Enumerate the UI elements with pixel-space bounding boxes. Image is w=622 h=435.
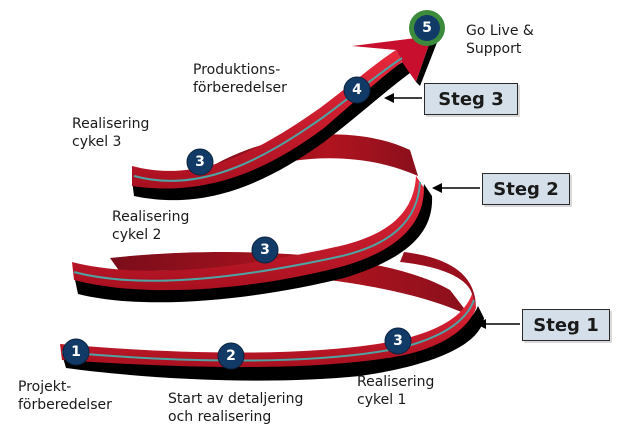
ribbon-front-middle — [72, 176, 424, 291]
node-3-cycle-2: 3 — [251, 236, 279, 264]
ribbon-curl-right — [400, 252, 476, 308]
ribbon-arrowhead — [352, 36, 432, 82]
svg-text:2: 2 — [226, 348, 236, 364]
node-2: 2 — [217, 342, 245, 370]
label-go-live-support: Go Live & Support — [466, 23, 534, 57]
ribbon-front-top — [132, 50, 402, 189]
steg-1-box: Steg 1 — [522, 309, 610, 341]
svg-text:3: 3 — [195, 154, 205, 170]
label-realisering-cykel-2: Realisering cykel 2 — [112, 209, 190, 243]
ribbon-front-bottom — [60, 294, 476, 368]
node-3-cycle-1: 3 — [384, 327, 412, 355]
svg-text:5: 5 — [422, 20, 432, 36]
ribbon-shadow-middle — [74, 184, 433, 303]
centerline-middle — [73, 181, 421, 282]
centerline-top — [133, 57, 403, 182]
steg-2-box: Steg 2 — [482, 173, 570, 205]
label-realisering-cykel-1: Realisering cykel 1 — [357, 374, 435, 408]
label-start-detaljering: Start av detaljering och realisering — [168, 391, 304, 425]
node-3-cycle-3: 3 — [186, 148, 214, 176]
label-projektforberedelser: Projekt- förberedelser — [18, 379, 112, 413]
centerline-bottom — [61, 299, 475, 362]
node-4: 4 — [343, 76, 371, 104]
steg-3-box: Steg 3 — [424, 83, 518, 115]
label-produktionsforberedelser: Produktions- förberedelser — [193, 62, 287, 96]
svg-text:3: 3 — [393, 333, 403, 349]
svg-text:1: 1 — [71, 344, 81, 360]
svg-text:3: 3 — [260, 242, 270, 258]
node-5: 5 — [409, 10, 445, 46]
ribbon-back-upper — [196, 134, 418, 186]
node-1: 1 — [62, 338, 90, 366]
ribbon-back-lower — [110, 252, 470, 316]
label-realisering-cykel-3: Realisering cykel 3 — [72, 116, 150, 150]
svg-text:4: 4 — [352, 82, 362, 98]
